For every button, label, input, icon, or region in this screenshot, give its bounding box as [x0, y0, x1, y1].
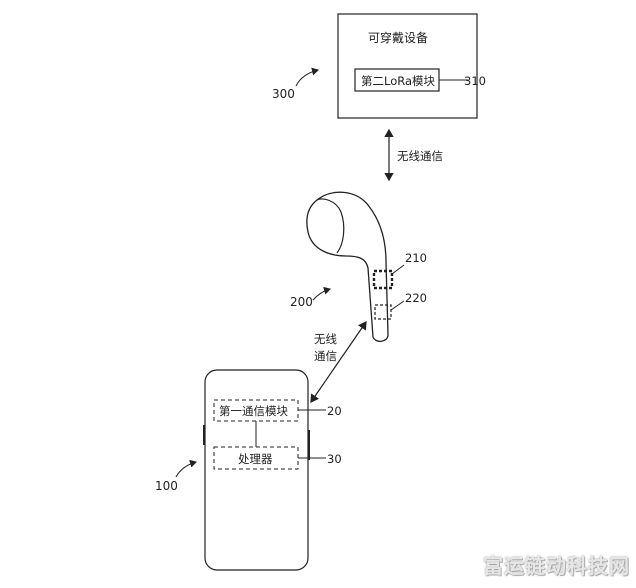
wireless-link-top: 无线通信 [384, 128, 443, 182]
lora-module-label: 第二LoRa模块 [361, 74, 436, 88]
wireless-link-top-label: 无线通信 [397, 149, 443, 163]
phone-ref-arrow [175, 459, 197, 478]
wireless-link-bottom-label-2: 通信 [314, 349, 337, 363]
site-watermark: 富运链动科技网 [483, 554, 630, 578]
earbud-component-220 [374, 304, 392, 320]
earbud-ref: 200 [290, 295, 313, 309]
wearable-device-ref: 300 [272, 87, 295, 101]
wearable-device: 可穿戴设备 第二LoRa模块 310 300 [272, 13, 486, 119]
earbud: 210 220 200 [290, 191, 427, 342]
comm-module-label: 第一通信模块 [219, 404, 288, 418]
lora-module-ref: 310 [464, 74, 486, 88]
component-210-leader [391, 264, 405, 275]
wearable-device-box [337, 13, 478, 119]
phone-ref: 100 [155, 479, 178, 493]
wireless-link-bottom-label-1: 无线 [314, 332, 337, 346]
earbud-speaker-rim [316, 198, 345, 254]
component-220-leader [390, 300, 405, 311]
component-210-ref: 210 [405, 251, 427, 265]
earbud-ref-arrow [312, 286, 331, 301]
wearable-ref-arrow [295, 67, 319, 87]
phone-device: 第一通信模块 处理器 20 30 100 [155, 369, 342, 571]
earbud-body [306, 191, 389, 342]
component-220-ref: 220 [405, 291, 427, 305]
processor-label: 处理器 [238, 452, 273, 466]
comm-module-ref: 20 [327, 404, 342, 418]
processor-ref: 30 [327, 452, 342, 466]
earbud-component-210 [372, 269, 394, 290]
wireless-link-bottom: 无线 通信 [310, 321, 367, 403]
wearable-device-title: 可穿戴设备 [368, 30, 428, 45]
wireless-link-bottom-arrow [310, 321, 367, 403]
